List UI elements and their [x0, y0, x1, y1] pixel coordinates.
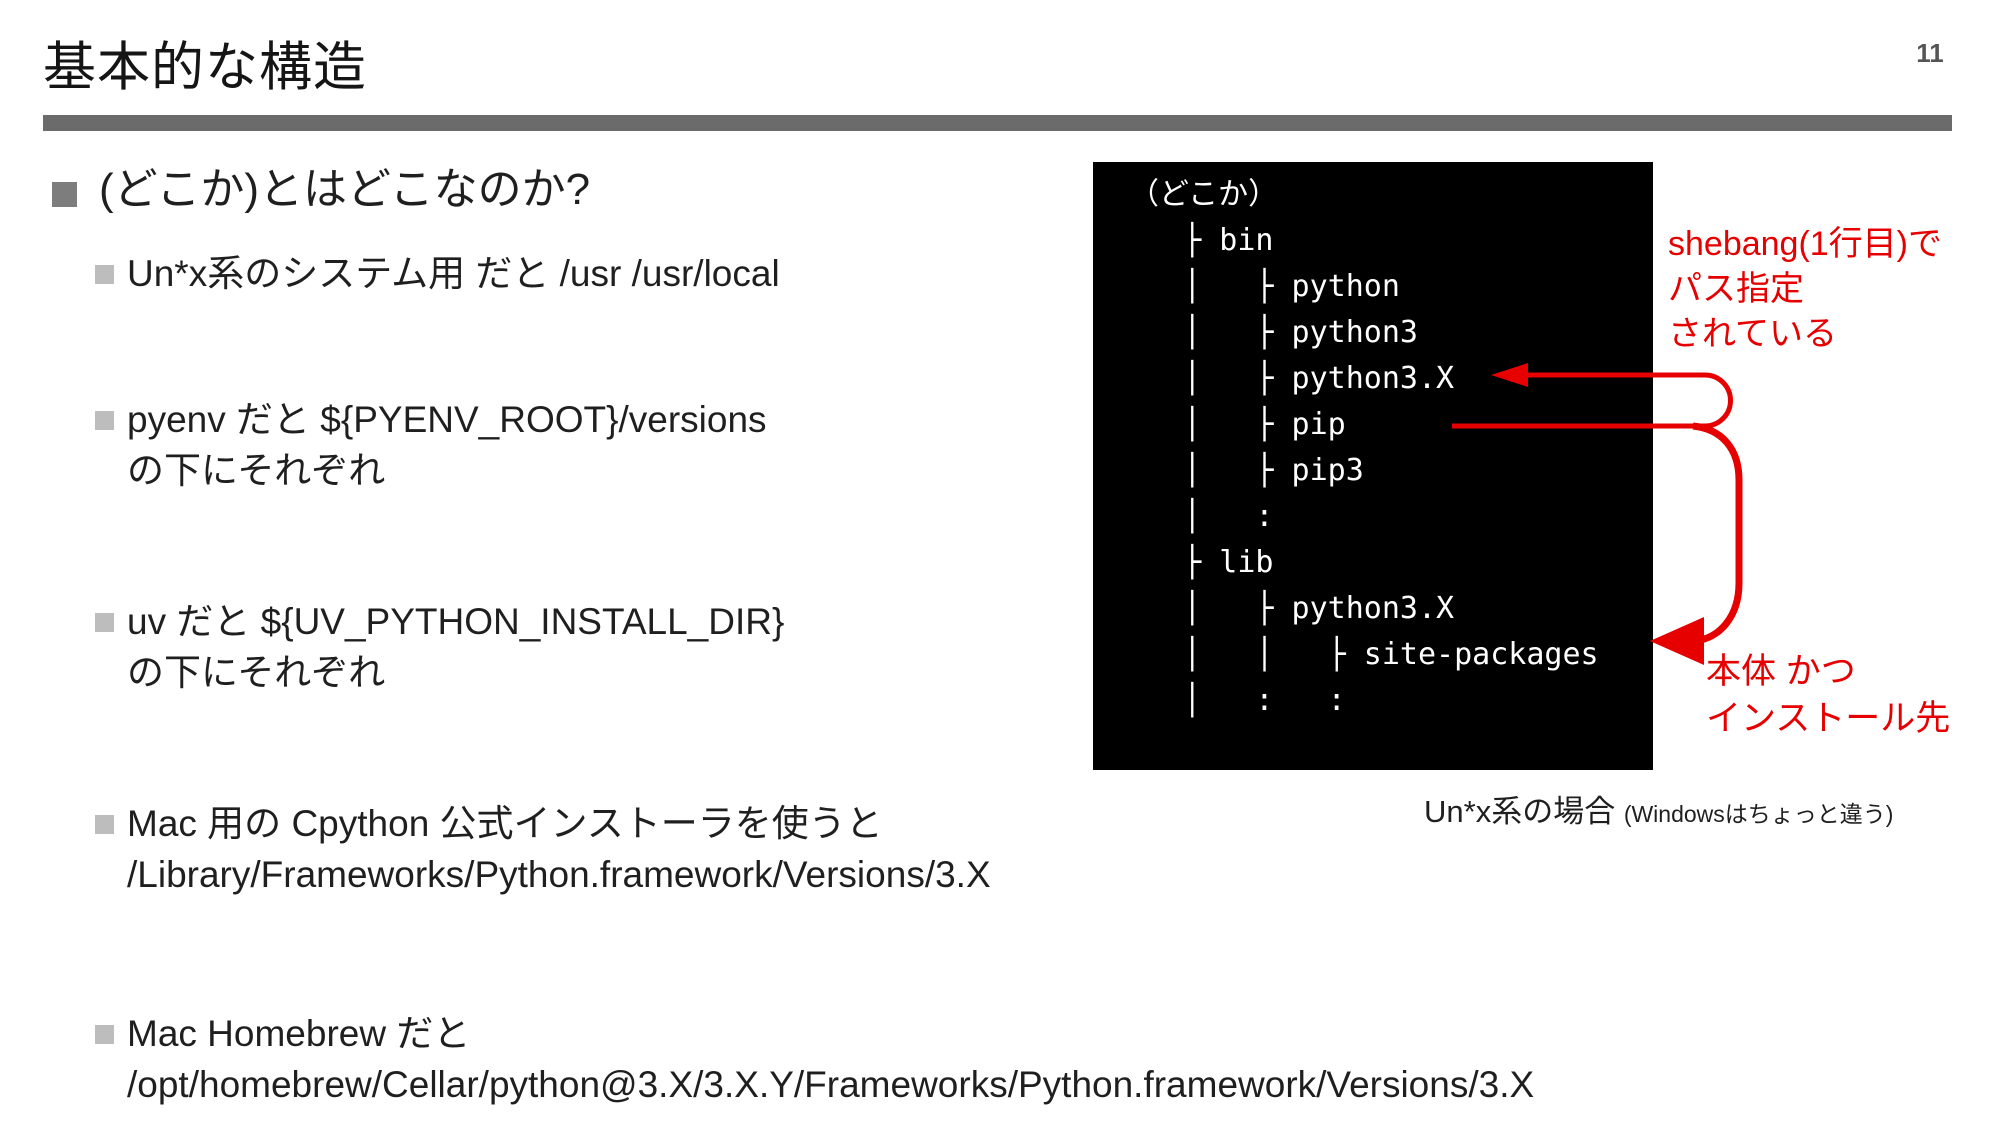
tree-caption-sub: (Windowsはちょっと違う)	[1623, 801, 1894, 827]
annotation-line: されている	[1668, 315, 1837, 353]
bullet-square-icon	[95, 265, 114, 284]
bullet-item-unx: Un*x系のシステム用 だと /usr /usr/local	[95, 248, 780, 299]
install-arrowhead-icon	[1650, 617, 1704, 665]
annotation-shebang: shebang(1行目)で パス指定 されている	[1668, 222, 1942, 357]
bullet-line: /Library/Frameworks/Python.framework/Ver…	[127, 854, 991, 895]
page-number: 11	[1916, 38, 1944, 68]
tree-caption-main: Un*x系の場合	[1424, 794, 1624, 829]
bullet-line: Mac 用の Cpython 公式インストーラを使うと	[127, 803, 883, 844]
page-title: 基本的な構造	[43, 38, 367, 97]
directory-tree-text: （どこか） ├ bin │ ├ python │ ├ python3 │ ├ p…	[1129, 177, 1599, 718]
bullet-item-pyenv: pyenv だと ${PYENV_ROOT}/versions の下にそれぞれ	[95, 394, 767, 496]
bullet-line: uv だと ${UV_PYTHON_INSTALL_DIR}	[127, 601, 785, 642]
heading-bullet: (どこか)とはどこなのか?	[52, 160, 590, 220]
title-divider-bar	[43, 115, 1952, 131]
bullet-square-icon	[95, 815, 114, 834]
bullet-item-uv: uv だと ${UV_PYTHON_INSTALL_DIR} の下にそれぞれ	[95, 596, 784, 698]
bullet-line: pyenv だと ${PYENV_ROOT}/versions	[127, 399, 767, 440]
bullet-item-homebrew: Mac Homebrew だと /opt/homebrew/Cellar/pyt…	[95, 1008, 1534, 1110]
bullet-square-icon	[52, 182, 77, 207]
bullet-square-icon	[95, 1025, 114, 1044]
install-arrow-curve	[1692, 422, 1743, 645]
tree-caption: Un*x系の場合 (Windowsはちょっと違う)	[1424, 786, 1893, 831]
heading-text: (どこか)とはどこなのか?	[99, 165, 591, 214]
annotation-line: インストール先	[1706, 699, 1951, 738]
annotation-line: 本体 かつ	[1706, 652, 1856, 691]
annotation-line: shebang(1行目)で	[1668, 225, 1943, 263]
bullet-item-mac-installer: Mac 用の Cpython 公式インストーラを使うと /Library/Fra…	[95, 798, 991, 900]
bullet-line: Mac Homebrew だと	[127, 1013, 471, 1054]
annotation-line: パス指定	[1668, 270, 1804, 308]
bullet-square-icon	[95, 613, 114, 632]
directory-tree-box: （どこか） ├ bin │ ├ python │ ├ python3 │ ├ p…	[1093, 162, 1653, 770]
bullet-line: の下にそれぞれ	[127, 652, 386, 693]
bullet-line: /opt/homebrew/Cellar/python@3.X/3.X.Y/Fr…	[127, 1064, 1535, 1105]
bullet-line: Un*x系のシステム用 だと /usr /usr/local	[127, 253, 780, 294]
annotation-install-target: 本体 かつ インストール先	[1706, 648, 1950, 742]
bullet-line: の下にそれぞれ	[127, 450, 386, 491]
bullet-square-icon	[95, 411, 114, 430]
